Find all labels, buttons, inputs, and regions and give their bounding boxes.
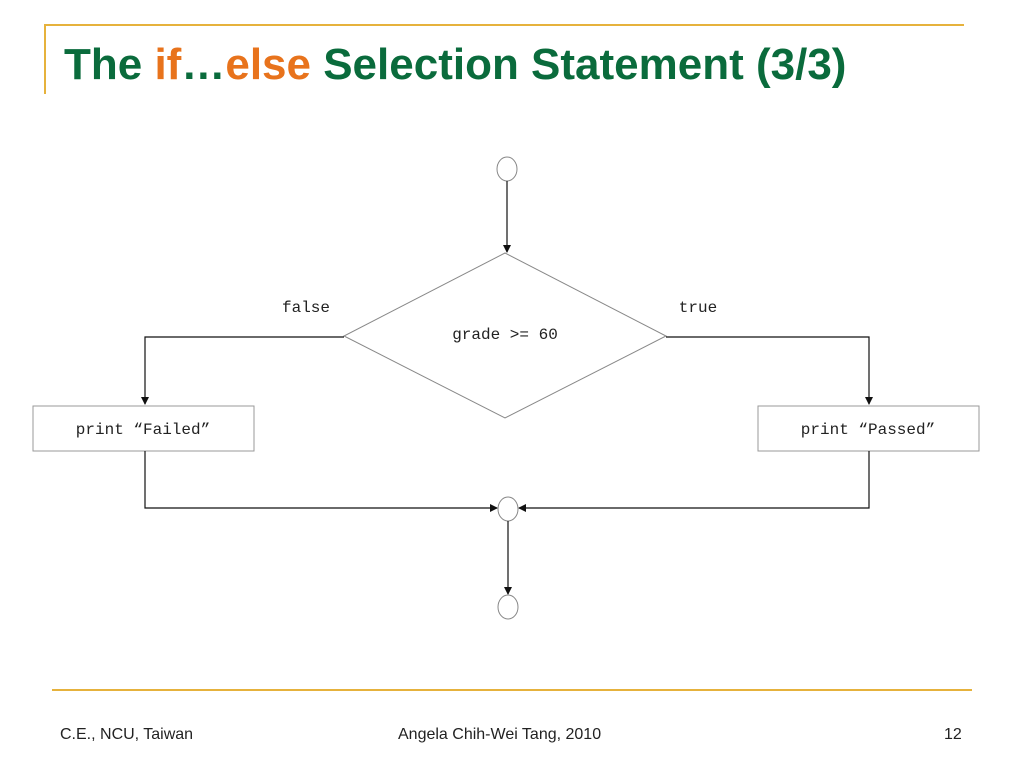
title-prefix: The: [64, 40, 155, 89]
footer-rule: [52, 689, 972, 691]
title-keyword-else: else: [225, 40, 311, 89]
title-suffix: Selection Statement (3/3): [310, 40, 847, 89]
title-ellipsis: …: [181, 40, 226, 89]
top-rule: [44, 24, 964, 26]
decision-condition: grade >= 60: [452, 326, 558, 344]
footer-author: Angela Chih-Wei Tang, 2010: [398, 726, 602, 743]
decision-diamond: [342, 252, 668, 419]
false-label: false: [282, 299, 330, 317]
true-merge-line: [518, 451, 870, 512]
true-action-text: print “Passed”: [801, 421, 935, 439]
false-action-box: [32, 405, 255, 452]
slide-title: The if…else Selection Statement (3/3): [64, 40, 846, 90]
false-merge-line: [144, 451, 498, 512]
footer-affiliation: C.E., NCU, Taiwan: [60, 726, 194, 743]
false-branch-line: [141, 336, 344, 405]
false-action-text: print “Failed”: [76, 421, 210, 439]
left-rule: [44, 24, 46, 94]
title-keyword-if: if: [154, 40, 182, 89]
true-label: true: [679, 299, 717, 317]
start-node: [496, 156, 518, 182]
end-node: [497, 594, 519, 620]
true-branch-line: [666, 336, 873, 405]
true-action-box: [757, 405, 980, 452]
merge-node: [497, 496, 519, 522]
page-number: 12: [944, 726, 962, 743]
